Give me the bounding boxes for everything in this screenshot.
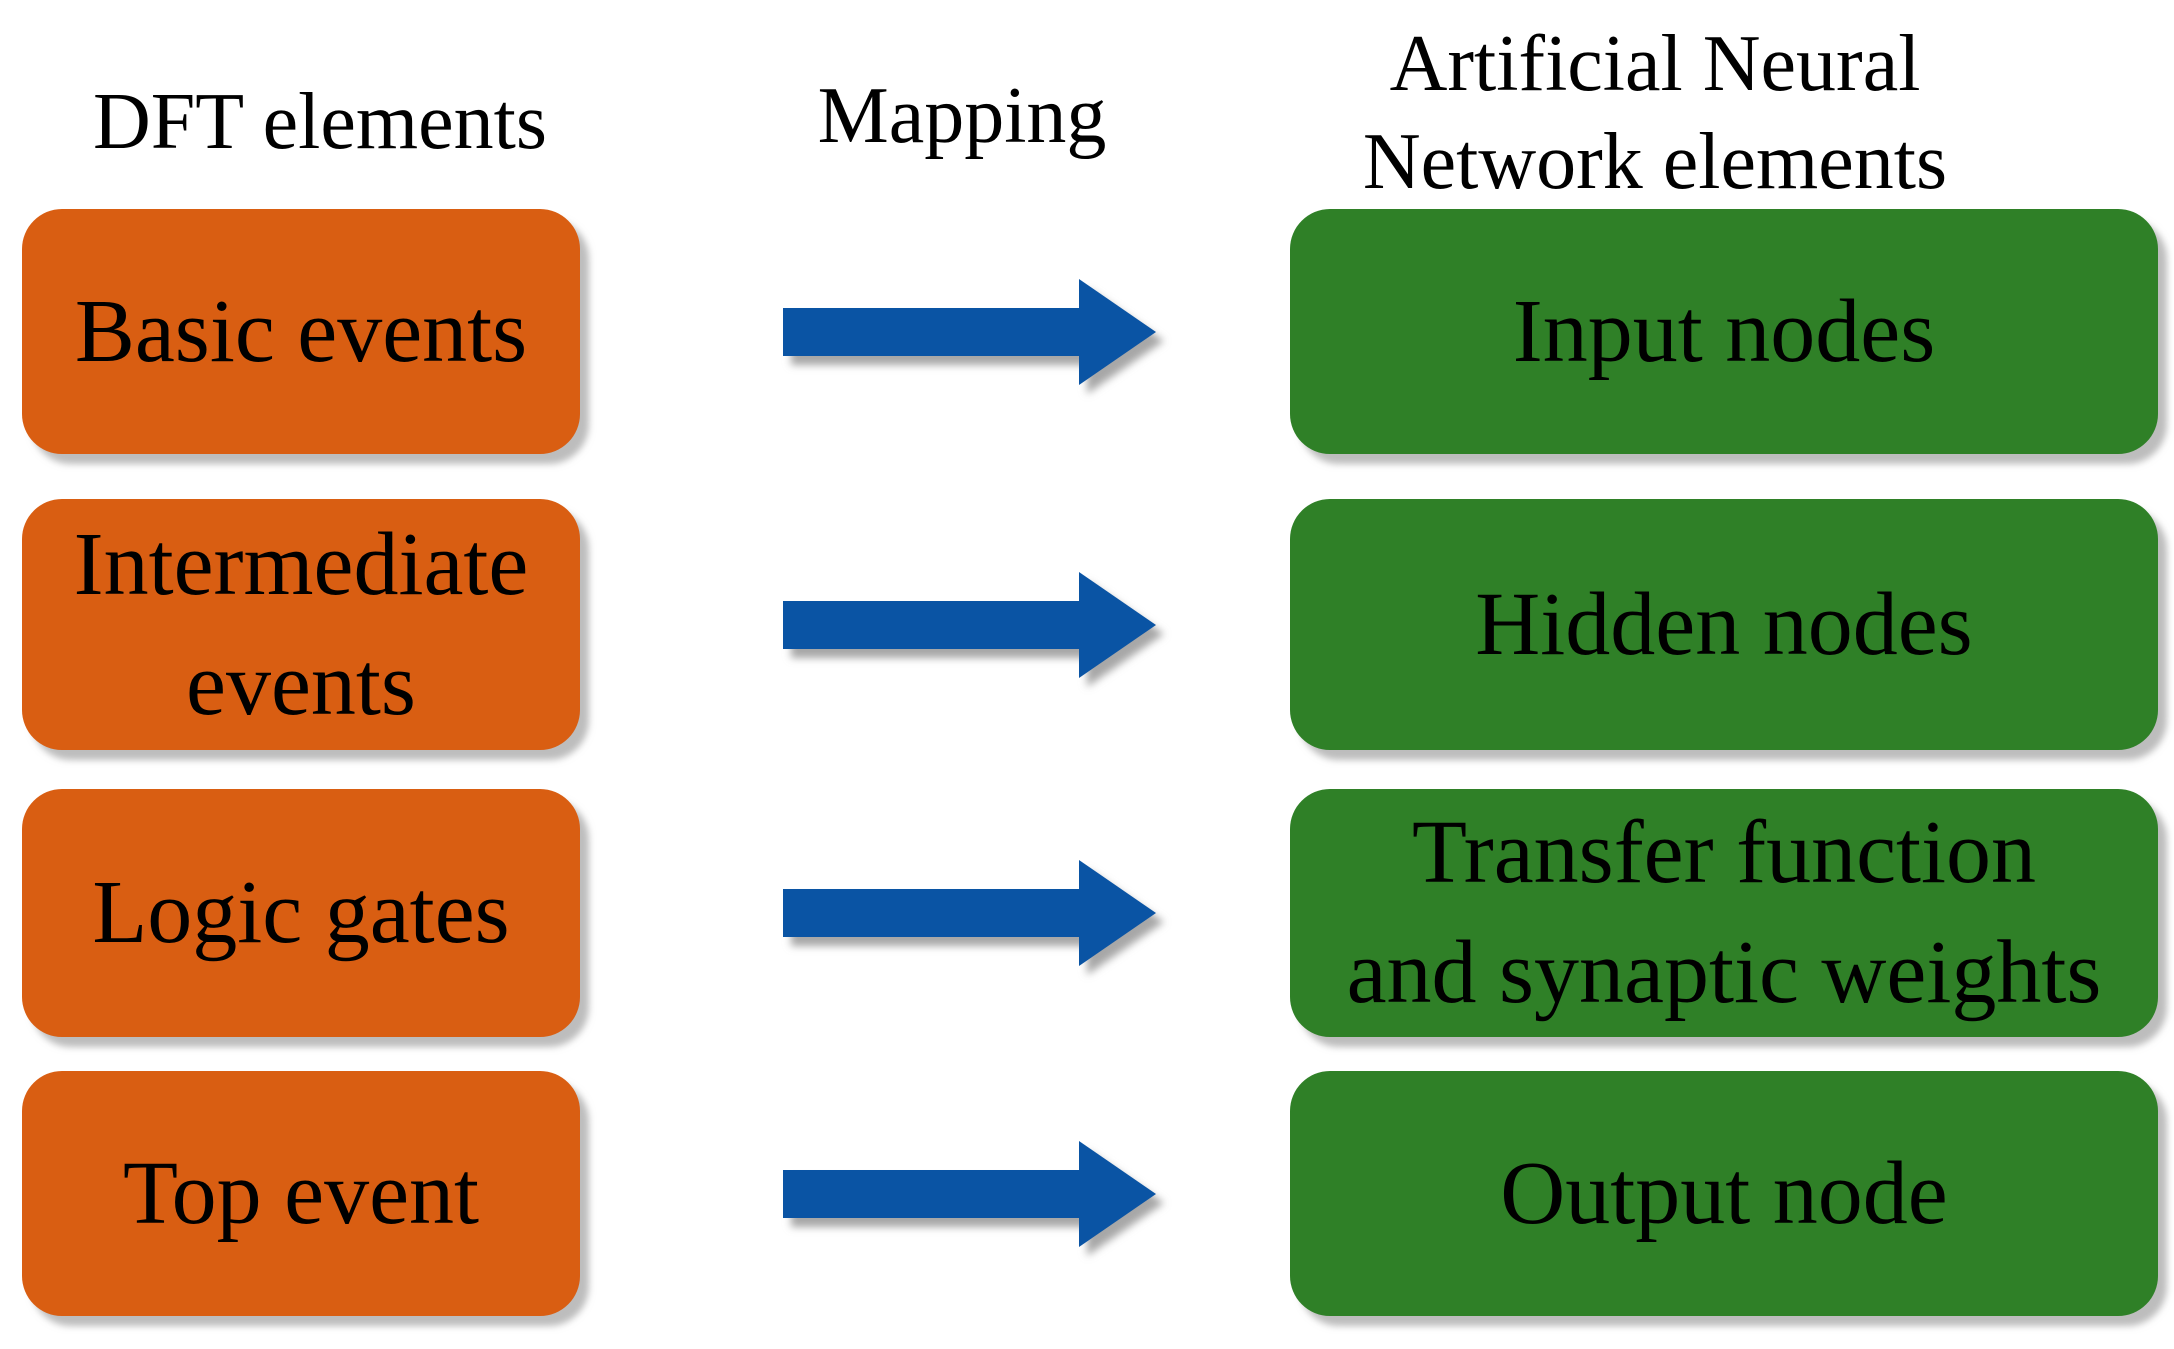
ann-box-label: Transfer function and synaptic weights (1346, 803, 2102, 1022)
ann-box-label: Input nodes (1512, 281, 1936, 381)
ann-box-hidden-nodes: Hidden nodes (1290, 499, 2158, 750)
dft-box-label: Intermediate events (73, 514, 529, 734)
ann-column-header: Artificial Neural Network elements (1362, 20, 1948, 206)
mapping-right-arrow-icon (783, 279, 1156, 385)
ann-box-output-node: Output node (1290, 1071, 2158, 1316)
dft-box-label: Top event (122, 1143, 480, 1243)
mapping-right-arrow-icon (783, 1141, 1156, 1247)
dft-box-top-event: Top event (22, 1071, 580, 1316)
ann-box-label: Hidden nodes (1475, 574, 1973, 674)
dft-box-label: Logic gates (92, 863, 510, 963)
dft-box-logic-gates: Logic gates (22, 789, 580, 1037)
dft-box-intermediate-events: Intermediate events (22, 499, 580, 750)
mapping-right-arrow-icon (783, 572, 1156, 678)
ann-box-transfer-function: Transfer function and synaptic weights (1290, 789, 2158, 1037)
ann-box-label: Output node (1500, 1143, 1948, 1243)
dft-box-basic-events: Basic events (22, 209, 580, 454)
ann-box-input-nodes: Input nodes (1290, 209, 2158, 454)
mapping-right-arrow-icon (783, 860, 1156, 966)
dft-box-label: Basic events (74, 281, 528, 381)
mapping-column-header: Mapping (817, 72, 1107, 160)
dft-column-header: DFT elements (92, 78, 548, 166)
